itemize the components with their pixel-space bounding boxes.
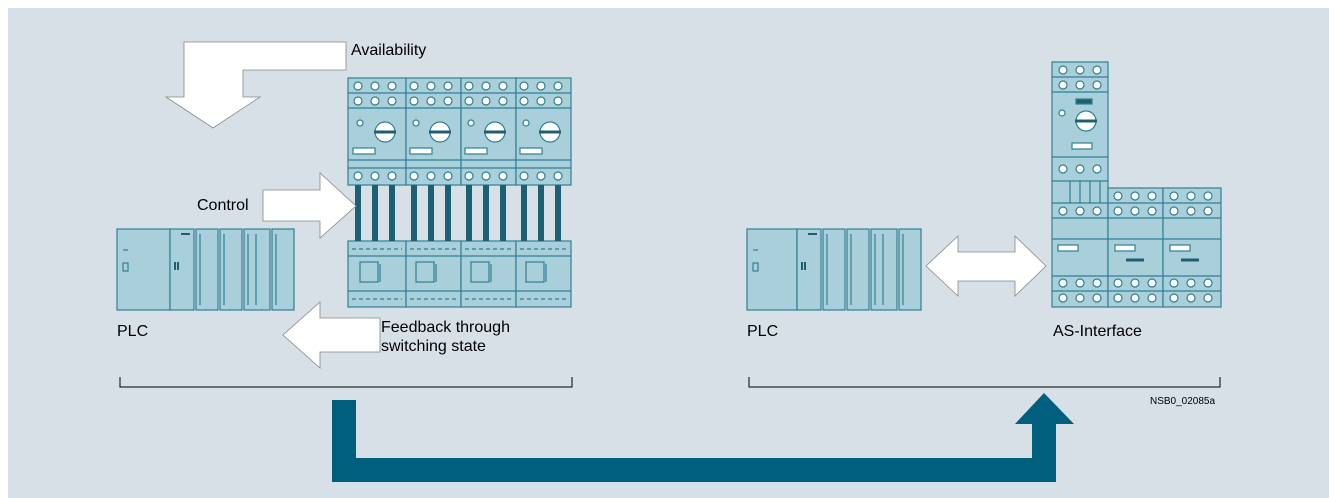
feedback-label-line2: switching state (381, 338, 486, 355)
control-arrow (262, 172, 357, 239)
as-interface-label: AS-Interface (1053, 323, 1142, 340)
migration-arrow (332, 393, 1074, 482)
bracket-left (119, 377, 573, 388)
bracket-right (748, 377, 1221, 388)
starter-left-terminals (353, 81, 563, 181)
control-label: Control (197, 197, 249, 214)
bidirectional-arrow (925, 235, 1047, 297)
plc-right-label: PLC (747, 323, 779, 340)
feedback-arrow (282, 301, 381, 369)
starter-left-contactors (352, 248, 568, 300)
starter-left-wiring (355, 185, 561, 241)
availability-arrow (164, 41, 347, 129)
availability-label: Availability (351, 42, 427, 59)
plc-right-device (746, 228, 922, 311)
plc-left-device (116, 228, 295, 311)
as-interface-terminals (1058, 65, 1213, 303)
as-interface-knob (1058, 109, 1097, 132)
feedback-label-line1: Feedback through (381, 319, 510, 336)
starter-block-left (347, 77, 572, 308)
plc-left-label: PLC (117, 323, 149, 340)
starter-left-knobs (352, 119, 561, 155)
figure-reference: NSB0_02085a (1150, 396, 1216, 407)
